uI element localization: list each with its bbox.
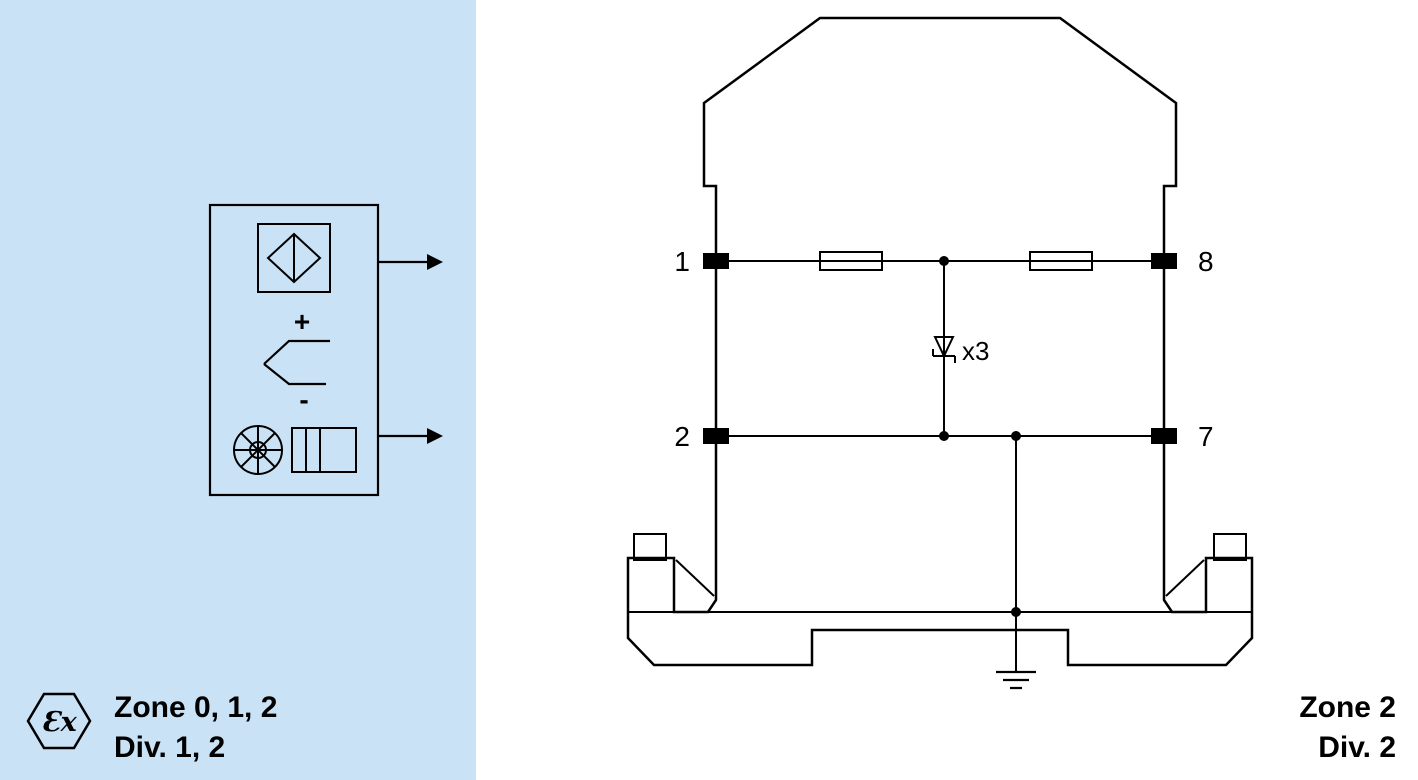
actuator-wheel-spokes — [234, 426, 282, 474]
thermocouple-plus-label: + — [294, 306, 310, 337]
ex-logo: Ɛx — [26, 692, 92, 750]
actuator-wheel-hub — [249, 441, 267, 459]
junction-dot — [1011, 607, 1021, 617]
terminal-1-label: 1 — [674, 246, 690, 277]
diode-count-label: x3 — [962, 336, 989, 366]
terminal-7 — [1151, 428, 1177, 444]
ip-converter-icon — [233, 425, 357, 475]
actuator-body — [291, 427, 357, 473]
proximity-sensor-frame — [257, 223, 331, 293]
terminal-8-label: 8 — [1198, 246, 1214, 277]
terminal-1 — [703, 253, 729, 269]
zener-diode-icon — [932, 336, 956, 363]
surge-protector-module: x3 — [626, 16, 1254, 690]
din-clip-right — [1213, 533, 1247, 561]
ex-logo-text: Ɛx — [41, 707, 77, 738]
safe-zone-label: Zone 2 — [1299, 691, 1396, 724]
field-device-symbol-box: + - — [208, 203, 380, 497]
terminal-8 — [1151, 253, 1177, 269]
resistor-icon — [819, 251, 883, 271]
safe-div-label: Div. 2 — [1318, 731, 1396, 764]
signal-arrow-bottom-head — [427, 428, 443, 444]
proximity-sensor-icon — [257, 223, 331, 293]
junction-dot — [939, 256, 949, 266]
module-body — [626, 16, 1254, 667]
diode-cathode-bar — [932, 349, 956, 363]
actuator-body-lines — [305, 428, 321, 472]
din-clip-left — [633, 533, 667, 561]
hazardous-zone-label: Zone 0, 1, 2 — [114, 691, 277, 724]
thermocouple-icon: + - — [263, 306, 330, 415]
hazardous-div-label: Div. 1, 2 — [114, 731, 225, 764]
din-latch-left — [675, 559, 715, 597]
symbol-box-outline — [208, 203, 380, 497]
diode-triangle — [933, 336, 955, 359]
terminal-2 — [703, 428, 729, 444]
thermocouple-minus-label: - — [299, 384, 308, 415]
junction-dot — [1011, 431, 1021, 441]
internal-circuit: x3 — [729, 251, 1151, 690]
terminal-2-label: 2 — [674, 421, 690, 452]
ground-icon — [996, 670, 1036, 690]
thermocouple-wire-top — [263, 339, 330, 365]
junction-dot — [939, 431, 949, 441]
signal-arrows — [378, 254, 443, 444]
signal-arrow-top-head — [427, 254, 443, 270]
hazardous-area-background — [0, 0, 476, 780]
ex-logo-hexagon — [26, 692, 92, 750]
din-latch-right — [1165, 559, 1205, 597]
thermocouple-wire-bottom — [263, 363, 326, 386]
terminal-7-label: 7 — [1198, 421, 1214, 452]
